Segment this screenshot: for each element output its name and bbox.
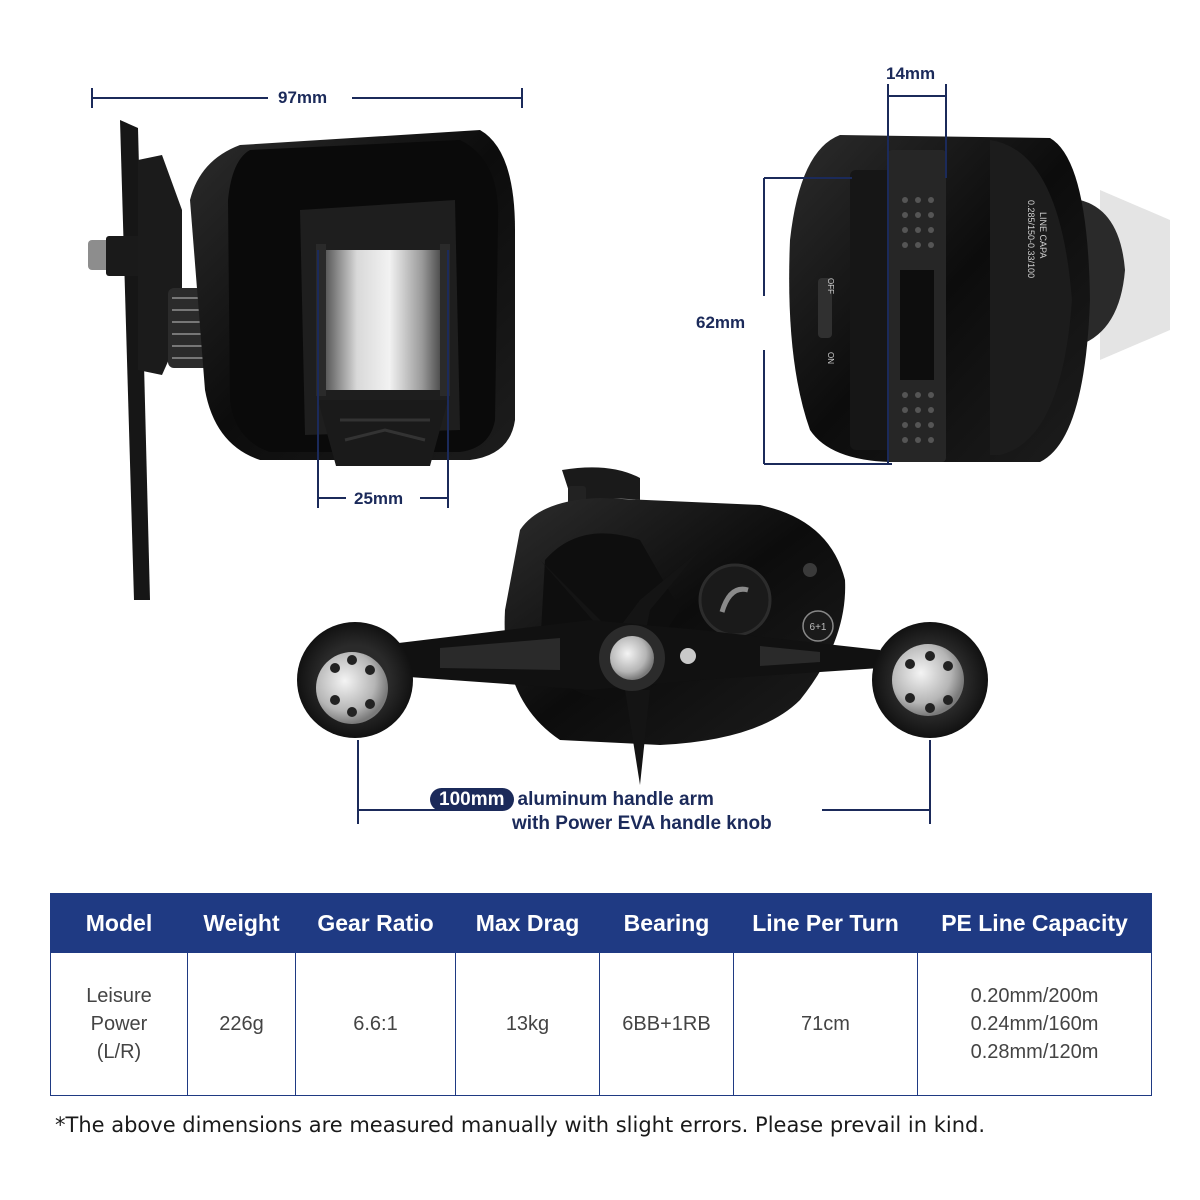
- model-line: Leisure: [86, 985, 152, 1007]
- header-gear-ratio: Gear Ratio: [295, 893, 456, 953]
- cell-bearing: 6BB+1RB: [599, 952, 734, 1096]
- side-view-reel: LINE CAPA 0.285/150-0.33/100 OFF ON: [789, 135, 1170, 462]
- brake-off-label: OFF: [826, 278, 835, 294]
- header-weight: Weight: [187, 893, 296, 953]
- height-dimension-label: 62mm: [696, 313, 746, 332]
- model-line: (L/R): [96, 1041, 142, 1063]
- handle-note-line2: with Power EVA handle knob: [512, 813, 772, 834]
- footnote: *The above dimensions are measured manua…: [55, 1113, 986, 1137]
- brake-on-label: ON: [826, 352, 835, 364]
- front-view-reel: [88, 120, 515, 600]
- cell-gear-ratio: 6.6:1: [295, 952, 456, 1096]
- cell-weight: 226g: [187, 952, 296, 1096]
- line-capa-value: 0.285/150-0.33/100: [1026, 200, 1036, 278]
- spool-dimension-label: 25mm: [354, 489, 404, 508]
- table-row: Leisure Power (L/R) 226g 6.6:1 13kg 6BB+…: [50, 952, 1152, 1096]
- cell-max-drag: 13kg: [455, 952, 600, 1096]
- spec-table-header-row: Model Weight Gear Ratio Max Drag Bearing…: [50, 893, 1152, 953]
- capacity-line: 0.24mm/160m: [970, 1013, 1099, 1035]
- spec-table: Model Weight Gear Ratio Max Drag Bearing…: [50, 893, 1152, 1096]
- header-line-per-turn: Line Per Turn: [733, 893, 918, 953]
- bearing-badge: 6+1: [810, 622, 827, 633]
- capacity-line: 0.28mm/120m: [970, 1041, 1099, 1063]
- cell-line-per-turn: 71cm: [733, 952, 918, 1096]
- cell-model: Leisure Power (L/R): [50, 952, 188, 1096]
- depth-dimension-label: 14mm: [886, 64, 936, 83]
- handle-note-line1: aluminum handle arm: [517, 789, 714, 810]
- header-bearing: Bearing: [599, 893, 734, 953]
- header-max-drag: Max Drag: [455, 893, 600, 953]
- line-capa-label: LINE CAPA: [1038, 212, 1048, 258]
- product-illustration: LINE CAPA 0.285/150-0.33/100 OFF ON 6+1: [88, 84, 1170, 824]
- model-line: Power: [90, 1013, 148, 1035]
- handle-view-reel: 6+1: [297, 467, 988, 785]
- width-dimension-label: 97mm: [278, 88, 328, 107]
- header-pe-line-capacity: PE Line Capacity: [917, 893, 1152, 953]
- capacity-line: 0.20mm/200m: [970, 985, 1099, 1007]
- header-model: Model: [50, 893, 188, 953]
- dimension-lines: [91, 88, 523, 508]
- cell-pe-line-capacity: 0.20mm/200m 0.24mm/160m 0.28mm/120m: [917, 952, 1152, 1096]
- handle-length-badge: 100mm: [430, 788, 514, 811]
